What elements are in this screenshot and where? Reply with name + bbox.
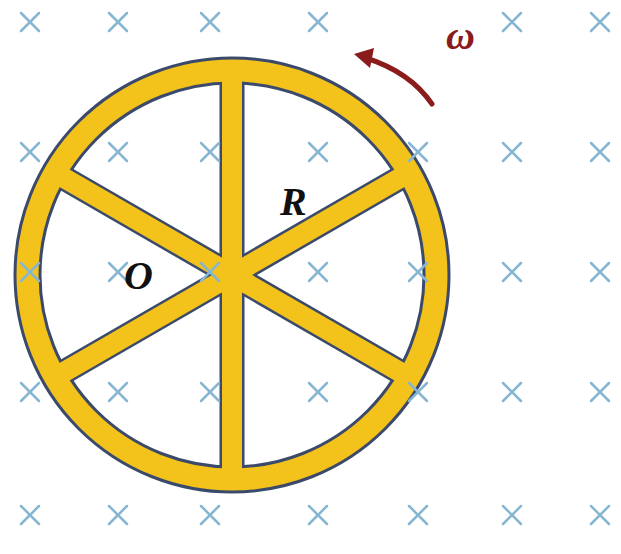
field-cross bbox=[591, 383, 609, 401]
field-cross bbox=[21, 506, 39, 524]
field-cross bbox=[591, 13, 609, 31]
field-cross bbox=[409, 143, 427, 161]
field-cross bbox=[409, 383, 427, 401]
field-cross bbox=[201, 383, 219, 401]
spoke-outlines bbox=[22, 40, 442, 510]
field-cross bbox=[201, 143, 219, 161]
field-cross bbox=[409, 506, 427, 524]
field-cross bbox=[109, 506, 127, 524]
field-cross bbox=[201, 143, 219, 161]
field-cross bbox=[109, 13, 127, 31]
field-cross bbox=[591, 143, 609, 161]
field-cross bbox=[503, 13, 521, 31]
field-cross bbox=[21, 263, 39, 281]
field-cross bbox=[591, 263, 609, 281]
rotation-arrow bbox=[366, 58, 432, 104]
field-cross bbox=[21, 383, 39, 401]
field-cross bbox=[503, 143, 521, 161]
angular-velocity-label: ω bbox=[446, 16, 475, 56]
field-cross bbox=[109, 143, 127, 161]
field-cross bbox=[409, 143, 427, 161]
field-cross bbox=[21, 143, 39, 161]
spokes bbox=[22, 40, 442, 510]
field-cross bbox=[309, 383, 327, 401]
field-cross bbox=[109, 13, 127, 31]
field-cross bbox=[201, 263, 219, 281]
center-label: O bbox=[124, 256, 153, 296]
field-cross bbox=[591, 506, 609, 524]
field-cross bbox=[503, 143, 521, 161]
field-cross bbox=[309, 263, 327, 281]
field-cross bbox=[409, 263, 427, 281]
field-cross bbox=[201, 13, 219, 31]
field-cross bbox=[503, 506, 521, 524]
field-cross bbox=[201, 383, 219, 401]
field-cross bbox=[309, 263, 327, 281]
field-cross bbox=[21, 263, 39, 281]
field-cross bbox=[591, 13, 609, 31]
field-cross bbox=[109, 383, 127, 401]
field-cross bbox=[21, 383, 39, 401]
field-cross bbox=[591, 143, 609, 161]
field-cross bbox=[109, 383, 127, 401]
field-cross bbox=[201, 13, 219, 31]
field-cross bbox=[309, 506, 327, 524]
field-cross bbox=[591, 263, 609, 281]
field-cross bbox=[503, 383, 521, 401]
field-cross bbox=[201, 506, 219, 524]
field-cross bbox=[21, 506, 39, 524]
field-cross bbox=[201, 506, 219, 524]
field-cross bbox=[309, 506, 327, 524]
field-cross bbox=[503, 383, 521, 401]
field-cross bbox=[309, 383, 327, 401]
radius-label: R bbox=[280, 182, 307, 222]
field-cross bbox=[409, 506, 427, 524]
field-cross bbox=[309, 13, 327, 31]
field-cross bbox=[309, 143, 327, 161]
magnetic-field-crosses bbox=[21, 13, 609, 524]
field-cross bbox=[503, 263, 521, 281]
field-cross bbox=[309, 143, 327, 161]
field-cross bbox=[591, 506, 609, 524]
field-cross bbox=[409, 263, 427, 281]
field-cross bbox=[503, 13, 521, 31]
field-cross bbox=[503, 506, 521, 524]
field-cross bbox=[409, 383, 427, 401]
field-cross bbox=[21, 13, 39, 31]
field-cross bbox=[201, 263, 219, 281]
field-cross bbox=[591, 383, 609, 401]
field-cross bbox=[21, 143, 39, 161]
rotation-arrowhead bbox=[354, 48, 374, 68]
field-cross bbox=[109, 506, 127, 524]
field-cross bbox=[503, 263, 521, 281]
field-cross bbox=[21, 13, 39, 31]
field-cross bbox=[109, 143, 127, 161]
field-cross bbox=[309, 13, 327, 31]
